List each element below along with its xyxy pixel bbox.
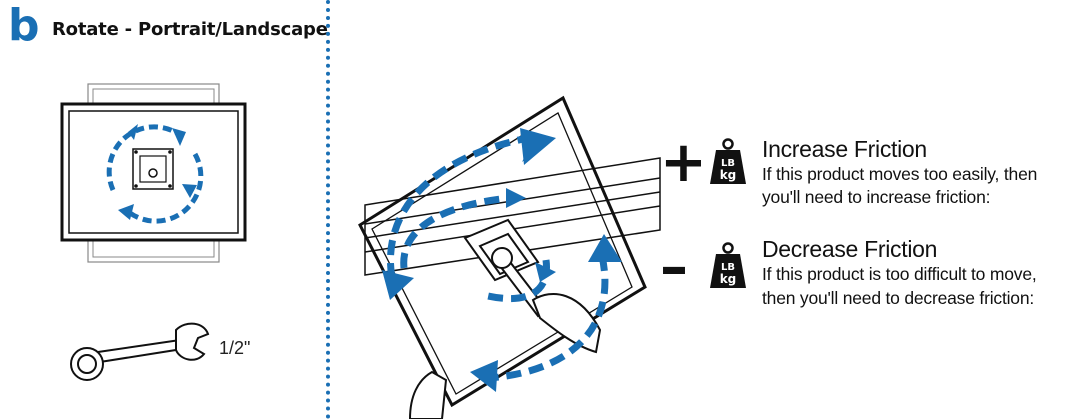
step-letter: b [8,0,40,51]
weight-top-text: LB [721,158,735,169]
decrease-sign: – [660,235,688,300]
decrease-friction-title: Decrease Friction [762,236,938,262]
wrench-size-label: 1/2" [219,338,251,358]
step-title: Rotate - Portrait/Landscape [52,19,328,40]
increase-friction-title: Increase Friction [762,136,927,162]
weight-icon: LB kg [710,138,746,184]
weight-bottom-text: kg [720,168,737,182]
increase-sign: + [660,130,707,195]
decrease-friction-line2: then you'll need to decrease friction: [762,288,1035,308]
increase-friction-line1: If this product moves too easily, then [762,164,1038,184]
increase-friction-line2: you'll need to increase friction: [762,187,991,207]
weight-top-text: LB [721,262,735,273]
weight-icon: LB kg [710,242,746,288]
decrease-friction-line1: If this product is too difficult to move… [762,264,1037,284]
weight-bottom-text: kg [720,272,737,286]
section-divider [326,0,330,419]
